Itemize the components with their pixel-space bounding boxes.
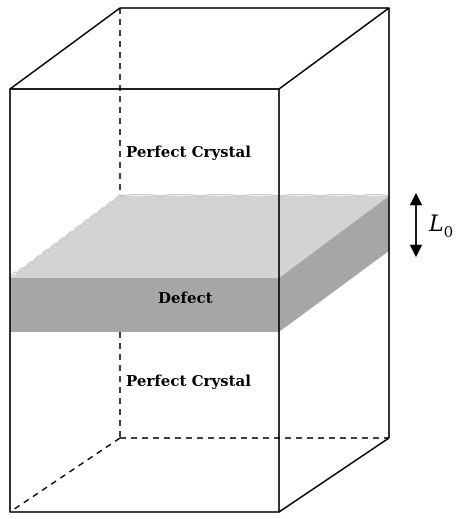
defect-rough-edge [9,193,390,279]
box-top-face [9,7,390,90]
defect-slab [9,193,390,332]
thickness-label: L0 [428,212,453,241]
hidden-edges [9,8,389,513]
top-region-label: Perfect Crystal [126,143,251,161]
thickness-subscript: 0 [444,223,454,241]
visible-edges [9,7,390,513]
bottom-region-label: Perfect Crystal [126,372,251,390]
defect-top-face [10,196,389,278]
box-front-face [9,88,280,513]
thickness-symbol: L [428,212,444,237]
box-bottom-right-edge [278,437,390,513]
hidden-bottom-left-edge [9,437,121,513]
defect-front-face [10,278,279,332]
defect-side-face [279,196,389,332]
defect-region-label: Defect [158,289,213,307]
